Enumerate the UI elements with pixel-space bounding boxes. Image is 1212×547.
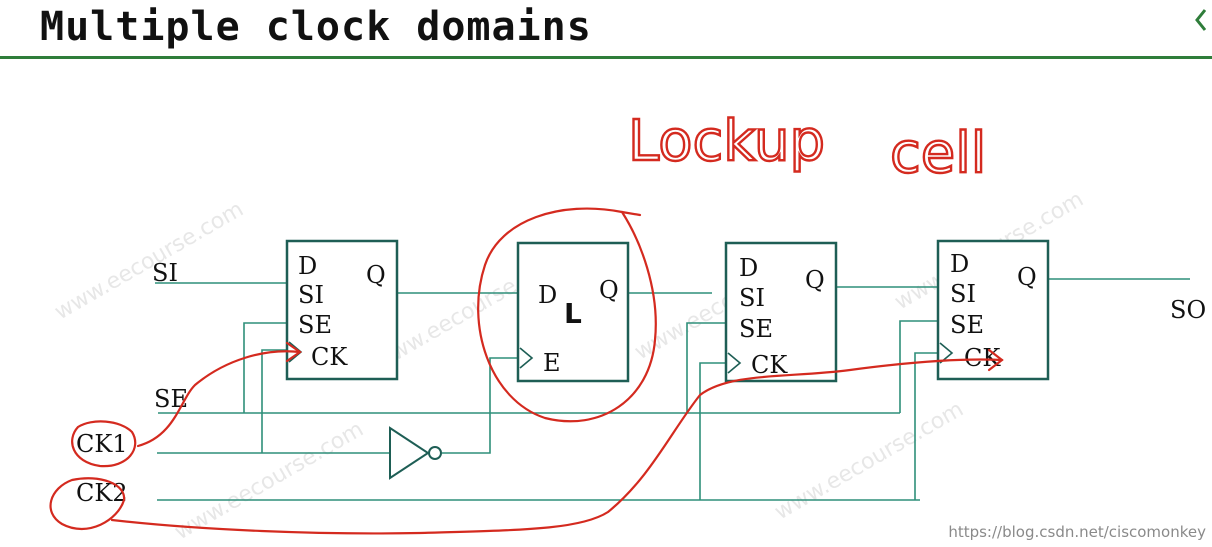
wire-se-ff2: [686, 322, 726, 413]
latch-pin-q: Q: [599, 276, 619, 304]
latch-circle-tail: [620, 210, 642, 217]
ff1-pin-d: D: [298, 252, 317, 280]
signal-label-se: SE: [154, 385, 188, 413]
ck1-circle: [71, 420, 137, 468]
handwritten-cell: cell: [890, 121, 986, 186]
ck2-arrowhead: [987, 348, 1004, 372]
ck2-arrow-line: [110, 358, 1004, 535]
flipflop-2: D SI SE CK Q: [724, 241, 838, 383]
wire-ck2-ff2: [699, 362, 726, 500]
watermark: www.eecourse.com: [771, 397, 968, 525]
handwritten-lockup: Lockup: [628, 109, 825, 174]
ff3-pin-si: SI: [950, 280, 976, 308]
lockup-latch: D Q E L: [516, 241, 630, 383]
page-title: Multiple clock domains: [40, 4, 592, 50]
ff3-pin-d: D: [950, 250, 969, 278]
ff3-pin-q: Q: [1017, 263, 1037, 291]
inverter-gate: [389, 426, 442, 480]
ff1-pin-si: SI: [298, 281, 324, 309]
signal-label-ck2: CK2: [76, 479, 128, 507]
flipflop-1: D SI SE CK Q: [285, 239, 399, 381]
watermark: www.eecourse.com: [171, 417, 368, 545]
ff1-pin-ck: CK: [311, 343, 348, 371]
wire-ck2-ff3: [914, 352, 938, 500]
ck2-circle: [49, 477, 126, 530]
wire-ck1-ff1: [261, 349, 287, 453]
signal-label-so: SO: [1170, 296, 1206, 324]
ck1-arrowhead: [285, 341, 302, 363]
latch-pin-e: E: [543, 349, 561, 377]
source-credit: https://blog.csdn.net/ciscomonkey: [948, 523, 1206, 541]
wire-inv-latch: [442, 357, 518, 454]
ff3-pin-se: SE: [950, 311, 984, 339]
signal-label-si: SI: [152, 259, 178, 287]
signal-label-ck1: CK1: [76, 430, 128, 458]
ff1-pin-se: SE: [298, 311, 332, 339]
latch-pin-d: D: [538, 281, 557, 309]
title-divider: [0, 56, 1212, 59]
ff2-pin-d: D: [739, 254, 758, 282]
watermark: www.eecourse.com: [51, 197, 248, 325]
wire-group: [155, 278, 1190, 501]
ck1-arrow-line: [136, 350, 302, 448]
ff2-pin-se: SE: [739, 315, 773, 343]
ff2-pin-si: SI: [739, 284, 765, 312]
wire-se-ff3: [899, 320, 938, 413]
ff3-pin-ck: CK: [964, 344, 1001, 372]
ff1-pin-q: Q: [366, 261, 386, 289]
flipflop-3: D SI SE CK Q: [936, 239, 1050, 381]
latch-circle: [477, 207, 657, 423]
clock-edge-icon: [727, 352, 742, 374]
clock-edge-icon: [519, 347, 534, 369]
latch-name: L: [564, 297, 582, 330]
red-annotation-group: [49, 207, 1004, 535]
corner-chevron-icon: [1195, 9, 1206, 31]
ff2-pin-ck: CK: [751, 351, 788, 379]
ff2-pin-q: Q: [805, 266, 825, 294]
wire-se-ff1: [243, 322, 287, 413]
